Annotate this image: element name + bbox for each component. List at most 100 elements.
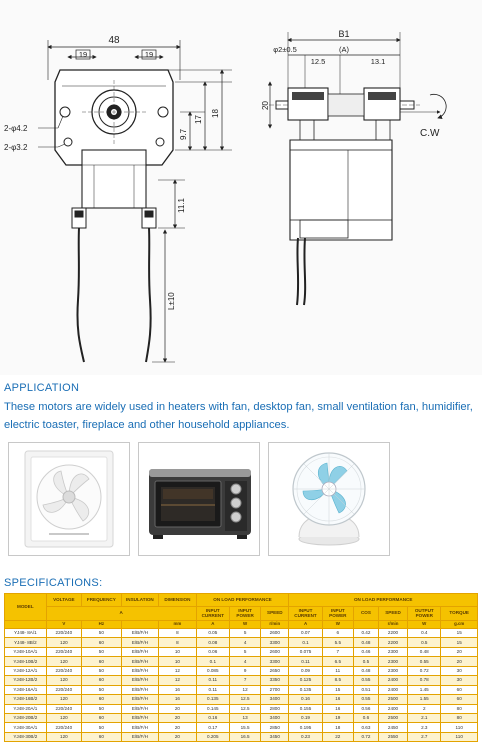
cell-frequency: 60	[81, 712, 122, 724]
cell-torque: 30	[440, 675, 478, 686]
cell-input-power: 5	[228, 646, 262, 658]
specifications-table: MODEL VOLTAGE FREQUENCY INSULATION DIMEN…	[4, 593, 478, 743]
cell-input-current: 0.17	[195, 722, 230, 733]
cell-model: YJ48-12A/1	[4, 665, 47, 677]
cell-input-power: 12.5	[228, 703, 262, 714]
cell-output-power: 2.3	[407, 722, 442, 733]
cell-cos: 0.42	[352, 627, 379, 639]
side-view	[262, 32, 447, 306]
cell-on-speed: 2450	[377, 722, 409, 733]
header-torque: TORQUE	[440, 606, 478, 621]
header-speed-2: SPEED	[377, 606, 409, 621]
header-on-load-performance: ON LOAD PERFORMANCE	[195, 593, 290, 607]
cell-torque: 80	[440, 712, 478, 724]
cell-on-power: 22	[321, 731, 354, 743]
cell-model: YJ48-20B/2	[4, 712, 47, 724]
front-view	[38, 40, 232, 363]
unit-model	[4, 620, 47, 629]
cell-insulation: E/B/F/H	[120, 665, 160, 677]
cell-dimension: 16	[158, 694, 197, 705]
cell-output-power: 0.5	[407, 637, 442, 648]
cell-frequency: 60	[81, 694, 122, 705]
dim-vert-3-label: 18	[211, 109, 220, 118]
cell-model: YJ48-10B/2	[4, 656, 47, 667]
cell-speed: 3300	[260, 656, 290, 667]
cell-frequency: 50	[81, 703, 122, 714]
cell-output-power: 0.48	[407, 646, 442, 658]
cell-dimension: 8	[158, 627, 197, 639]
cell-insulation: E/B/F/H	[120, 712, 160, 724]
cell-on-speed: 2400	[377, 675, 409, 686]
dim-hole-left-label: 19	[79, 50, 87, 59]
cell-on-power: 16	[321, 694, 354, 705]
cell-insulation: E/B/F/H	[120, 646, 160, 658]
header-no-load-performance: ON LOAD PERFORMANCE	[288, 593, 478, 607]
cell-cos: 0.72	[352, 731, 379, 743]
header-cos: COS	[352, 606, 379, 621]
dim-hole-right-label: 19	[145, 50, 153, 59]
cell-dimension: 20	[158, 712, 197, 724]
cell-output-power: 2.7	[407, 731, 442, 743]
cell-speed: 3300	[260, 637, 290, 648]
cell-speed: 2650	[260, 665, 290, 677]
cell-input-current: 0.145	[195, 703, 230, 714]
cell-input-power: 4	[228, 656, 262, 667]
ventilation-fan-photo	[8, 442, 130, 556]
cell-insulation: E/B/F/H	[120, 722, 160, 733]
cell-voltage: 220/240	[45, 684, 83, 696]
cell-cos: 0.55	[352, 694, 379, 705]
header-dimension: DIMENSION	[158, 593, 197, 607]
cell-frequency: 60	[81, 656, 122, 667]
cell-on-power: 16	[321, 703, 354, 714]
cell-input-current: 0.135	[195, 694, 230, 705]
cell-voltage: 120	[45, 675, 83, 686]
application-title: APPLICATION	[4, 382, 80, 394]
cell-input-power: 5	[228, 627, 262, 639]
cell-on-current: 0.1	[288, 637, 323, 648]
cell-output-power: 0.55	[407, 656, 442, 667]
header-insulation: INSULATION	[120, 593, 160, 607]
cell-insulation: E/B/F/H	[120, 675, 160, 686]
cell-on-power: 15	[321, 684, 354, 696]
desk-fan-icon	[269, 443, 389, 555]
cell-input-power: 16.5	[228, 731, 262, 743]
cell-on-speed: 2300	[377, 665, 409, 677]
cell-input-current: 0.085	[195, 665, 230, 677]
cell-on-speed: 2500	[377, 712, 409, 724]
unit-input-current: A	[195, 620, 230, 629]
dim-side-label: 20	[261, 101, 270, 110]
cell-model: YJ48-30B/2	[4, 731, 47, 743]
cell-voltage: 220/240	[45, 722, 83, 733]
dim-lead-label: L±10	[167, 292, 176, 310]
cell-cos: 0.48	[352, 637, 379, 648]
cell-torque: 60	[440, 694, 478, 705]
cell-on-speed: 2550	[377, 731, 409, 743]
ventilation-fan-icon	[9, 443, 129, 555]
cell-input-current: 0.06	[195, 646, 230, 658]
unit-cos	[352, 620, 379, 629]
toaster-oven-photo	[138, 442, 260, 556]
cell-frequency: 50	[81, 684, 122, 696]
header-input-power: INPUT POWER	[228, 606, 262, 621]
cell-on-speed: 2200	[377, 627, 409, 639]
cell-input-current: 0.05	[195, 627, 230, 639]
header-voltage: VOLTAGE	[45, 593, 83, 607]
cell-model: YJ48- 8A/1	[4, 627, 47, 639]
cell-input-current: 0.08	[195, 637, 230, 648]
header-model: MODEL	[4, 593, 47, 621]
header-a-group: A	[45, 606, 197, 621]
cell-frequency: 60	[81, 637, 122, 648]
cell-output-power: 0.4	[407, 627, 442, 639]
cell-on-power: 5.5	[321, 637, 354, 648]
cell-on-power: 8.5	[321, 675, 354, 686]
cell-model: YJ48-12B/2	[4, 675, 47, 686]
cell-dimension: 8	[158, 637, 197, 648]
cell-input-power: 15.5	[228, 722, 262, 733]
unit-input-power: W	[228, 620, 262, 629]
